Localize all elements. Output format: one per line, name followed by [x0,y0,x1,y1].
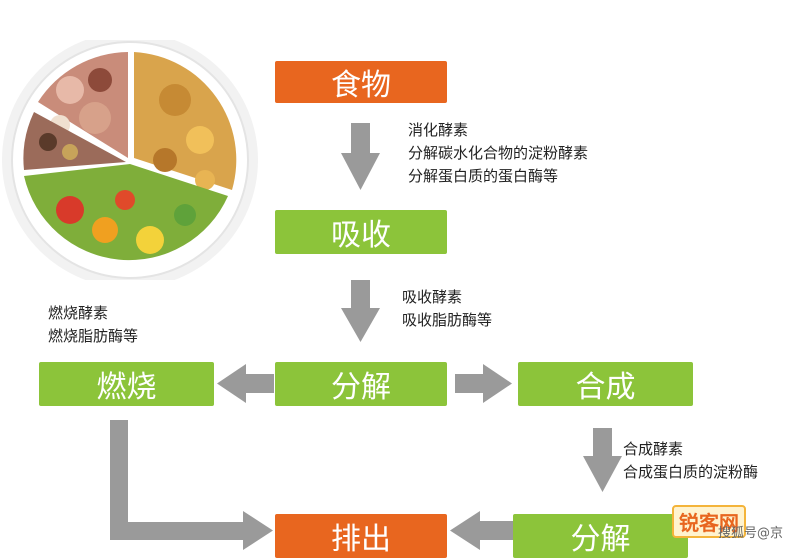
food-plate-image [2,40,258,280]
absorb-node: 吸收 [275,210,447,254]
watermark-text: 搜狐号@京 [718,526,784,541]
synth-enzyme-note: 合成酵素 合成蛋白质的淀粉酶 [623,440,759,481]
burn-node: 燃烧 [39,362,214,406]
decompose2-node: 分解 [513,514,688,558]
absorb-enzyme-note: 吸收酵素 吸收脂肪酶等 [402,288,493,329]
burn-enzyme-note: 燃烧酵素 燃烧脂肪酶等 [48,304,139,345]
excrete-node: 排出 [275,514,447,558]
decompose-node: 分解 [275,362,447,406]
synthesize-node: 合成 [518,362,693,406]
digest-enzyme-note: 消化酵素 分解碳水化合物的淀粉酵素 分解蛋白质的蛋白酶等 [408,121,589,185]
watermark-logo: 锐客网 [672,505,746,538]
food-node: 食物 [275,61,447,103]
